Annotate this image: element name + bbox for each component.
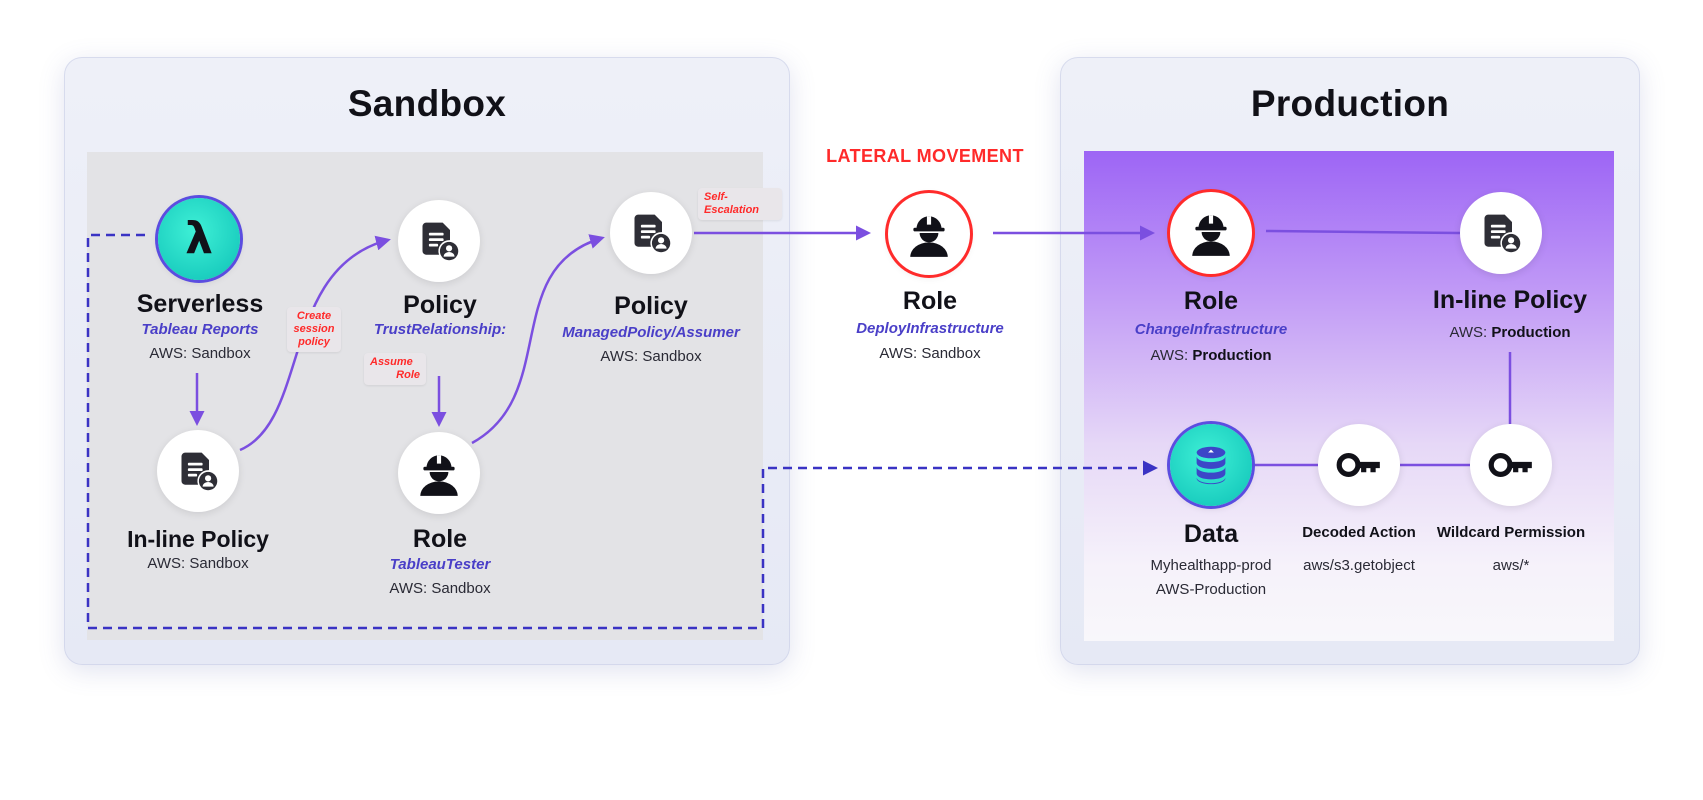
production-inline-policy-node[interactable] [1460,192,1542,274]
key-icon [1334,440,1384,490]
wildcard-permission-title: Wildcard Permission [1436,524,1586,541]
deploy-role-subtitle: DeployInfrastructure [856,320,1004,337]
change-role-node[interactable] [1170,192,1252,274]
managed-policy-env: AWS: Sandbox [600,348,702,365]
trust-policy-subtitle: TrustRelationship: [373,321,507,338]
policy-document-icon [629,211,673,255]
link-change-role-to-inline-policy [1265,229,1461,235]
change-role-env: AWS: Production [1150,347,1272,364]
deploy-role-node[interactable] [888,193,970,275]
self-escalation-tag: Self-Escalation [698,188,782,220]
production-inline-policy-title: In-line Policy [1432,286,1588,314]
tester-role-env: AWS: Sandbox [389,580,491,597]
arrow-role-to-managed-policy [471,234,605,445]
serverless-env: AWS: Sandbox [149,345,251,362]
tester-role-subtitle: TableauTester [389,556,491,573]
wildcard-permission-value: aws/* [1492,557,1530,574]
lateral-movement-heading: LATERAL MOVEMENT [826,146,1024,166]
worker-helmet-icon [414,448,464,498]
policy-document-icon [176,449,220,493]
decoded-action-node[interactable] [1318,424,1400,506]
deploy-role-title: Role [902,287,958,315]
serverless-subtitle: Tableau Reports [141,321,259,338]
serverless-node[interactable]: λ [158,198,240,280]
data-node[interactable] [1170,424,1252,506]
change-role-title: Role [1183,287,1239,315]
change-role-subtitle: ChangeInfrastructure [1134,321,1288,338]
data-title: Data [1183,520,1239,548]
sandbox-title: Sandbox [347,83,507,124]
production-title: Production [1250,83,1450,124]
managed-policy-subtitle: ManagedPolicy/Assumer [562,324,740,341]
managed-policy-node[interactable] [610,192,692,274]
database-icon [1188,442,1234,488]
decoded-action-title: Decoded Action [1302,524,1416,541]
lambda-icon: λ [185,213,213,264]
serverless-title: Serverless [136,290,264,318]
policy-document-icon [417,219,461,263]
inline-policy-env: AWS: Sandbox [147,555,249,572]
key-icon [1486,440,1536,490]
policy-document-icon [1479,211,1523,255]
production-inline-policy-env: AWS: Production [1449,324,1571,341]
trust-policy-node[interactable] [398,200,480,282]
data-line2: AWS-Production [1155,581,1267,598]
worker-helmet-icon [904,209,954,259]
inline-policy-title: In-line Policy [127,526,269,552]
dashed-path-serverless-to-data [86,233,1158,630]
deploy-role-env: AWS: Sandbox [879,345,981,362]
managed-policy-title: Policy [614,292,688,320]
trust-policy-title: Policy [403,291,477,319]
tester-role-node[interactable] [398,432,480,514]
wildcard-permission-node[interactable] [1470,424,1552,506]
decoded-action-value: aws/s3.getobject [1303,557,1415,574]
inline-policy-node[interactable] [157,430,239,512]
worker-helmet-icon [1186,208,1236,258]
tester-role-title: Role [412,525,468,553]
data-line1: Myhealthapp-prod [1150,557,1272,574]
